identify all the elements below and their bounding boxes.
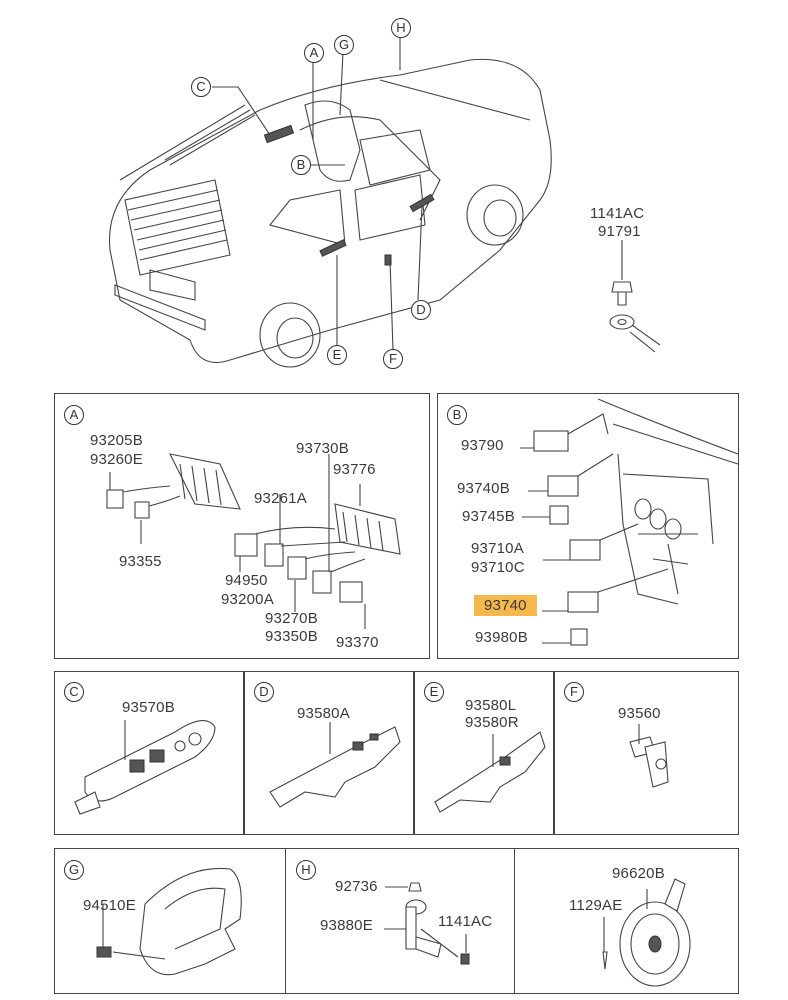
panel-H: [285, 848, 515, 994]
callout-G-panel: G: [64, 860, 84, 880]
panel-G-drawing: [96, 867, 242, 976]
vehicle-illustration: [108, 38, 661, 368]
panel-F: [554, 671, 739, 835]
panel-B: [437, 393, 739, 659]
part-label-93570B: 93570B: [122, 699, 175, 716]
callout-H: H: [391, 18, 411, 38]
panel-B-drawing: [520, 398, 739, 646]
part-label-93745B: 93745B: [462, 508, 515, 525]
part-label-93260E: 93260E: [90, 451, 143, 468]
part-label-93710A: 93710A: [471, 540, 524, 557]
callout-B: B: [291, 155, 311, 175]
part-label-94510E: 94510E: [83, 897, 136, 914]
callout-B-panel: B: [447, 405, 467, 425]
part-label-93200A: 93200A: [221, 591, 274, 608]
part-label-93560: 93560: [618, 705, 661, 722]
panel-A: [54, 393, 430, 659]
part-label-93270B: 93270B: [265, 610, 318, 627]
panel-C: [54, 671, 244, 835]
part-label-93580L: 93580L: [465, 697, 517, 714]
callout-C: C: [191, 77, 211, 97]
callout-C-panel: C: [64, 682, 84, 702]
callout-D-panel: D: [254, 682, 274, 702]
part-label-1141AC: 1141AC: [590, 205, 645, 222]
callout-H-panel: H: [296, 860, 316, 880]
part-label-93980B: 93980B: [475, 629, 528, 646]
part-label-93710C: 93710C: [471, 559, 525, 576]
panel-H-drawing: [384, 882, 470, 965]
part-label-93355: 93355: [119, 553, 162, 570]
part-label-92736: 92736: [335, 878, 378, 895]
callout-A: A: [304, 43, 324, 63]
callout-G: G: [334, 35, 354, 55]
part-label-1129AE: 1129AE: [569, 897, 623, 914]
part-label-93350B: 93350B: [265, 628, 318, 645]
callout-D: D: [411, 300, 431, 320]
part-label-93790: 93790: [461, 437, 504, 454]
panel-horn: [514, 848, 739, 994]
part-label-93370: 93370: [336, 634, 379, 651]
panel-A-drawing: [106, 453, 401, 629]
callout-F-panel: F: [564, 682, 584, 702]
part-label-93205B: 93205B: [90, 432, 143, 449]
part-label-94950: 94950: [225, 572, 268, 589]
part-label-93261A: 93261A: [254, 490, 307, 507]
panel-E-drawing: [434, 731, 546, 813]
part-label-93580A: 93580A: [297, 705, 350, 722]
part-label-96620B: 96620B: [612, 865, 665, 882]
panel-D: [244, 671, 414, 835]
callout-A-panel: A: [64, 405, 84, 425]
part-label-91791: 91791: [598, 223, 641, 240]
part-label-1141AC-H: 1141AC: [438, 913, 493, 930]
part-label-93740-highlighted[interactable]: 93740: [474, 595, 537, 616]
part-label-93730B: 93730B: [296, 440, 349, 457]
callout-E: E: [327, 345, 347, 365]
panel-D-drawing: [269, 722, 401, 808]
part-label-93580R: 93580R: [465, 714, 519, 731]
panel-G: [54, 848, 286, 994]
part-label-93776: 93776: [333, 461, 376, 478]
part-label-93880E: 93880E: [320, 917, 373, 934]
callout-E-panel: E: [424, 682, 444, 702]
panel-C-drawing: [74, 720, 216, 815]
part-label-93740B: 93740B: [457, 480, 510, 497]
callout-F: F: [383, 349, 403, 369]
panel-F-drawing: [629, 724, 669, 788]
panel-horn-drawing: [602, 878, 691, 987]
